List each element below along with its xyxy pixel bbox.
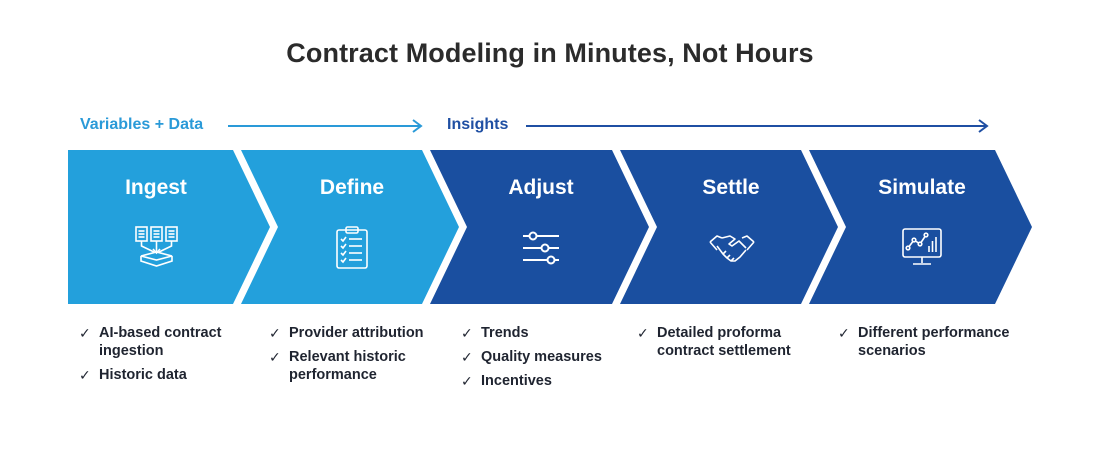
check-icon: ✓: [838, 325, 850, 341]
bullet-list-ingest: ✓AI-based contract ingestion ✓Historic d…: [79, 324, 249, 390]
check-icon: ✓: [461, 349, 473, 365]
bullet-list-define: ✓Provider attribution ✓Relevant historic…: [269, 324, 439, 390]
clipboard-checklist-icon: [336, 226, 368, 269]
phase-label-insights: Insights: [447, 116, 509, 133]
check-icon: ✓: [461, 373, 473, 389]
list-item: ✓AI-based contract ingestion: [79, 325, 222, 359]
stage-label-adjust: Adjust: [508, 176, 574, 199]
sliders-icon: [523, 231, 559, 265]
check-icon: ✓: [79, 325, 91, 341]
chevron-simulate: [809, 150, 1032, 304]
check-icon: ✓: [269, 349, 281, 365]
monitor-analytics-icon: [902, 228, 942, 265]
chevron-settle: [620, 150, 838, 304]
list-item: ✓Provider attribution: [269, 325, 424, 341]
handshake-icon: [709, 235, 755, 262]
check-icon: ✓: [461, 325, 473, 341]
check-icon: ✓: [269, 325, 281, 341]
phase-label-variables-data: Variables + Data: [80, 116, 204, 133]
phase-arrow-insights: [526, 119, 989, 133]
list-item: ✓Historic data: [79, 367, 187, 383]
stage-label-simulate: Simulate: [878, 176, 966, 199]
documents-ingest-icon: [135, 226, 178, 267]
check-icon: ✓: [79, 367, 91, 383]
stage-label-define: Define: [319, 176, 385, 199]
list-item: ✓Trends: [461, 325, 529, 341]
bullet-list-adjust: ✓Trends ✓Quality measures ✓Incentives: [461, 324, 631, 396]
list-item: ✓Detailed proforma contract settlement: [637, 325, 791, 359]
list-item: ✓Different performance scenarios: [838, 325, 1010, 359]
check-icon: ✓: [637, 325, 649, 341]
bullet-list-settle: ✓Detailed proforma contract settlement: [637, 324, 817, 366]
stage-label-settle: Settle: [702, 176, 760, 199]
page-title: Contract Modeling in Minutes, Not Hours: [286, 38, 814, 68]
chevron-adjust: [430, 150, 649, 304]
phase-arrow-variables-data: [228, 119, 423, 133]
bullet-list-simulate: ✓Different performance scenarios: [838, 324, 1038, 366]
list-item: ✓Relevant historic performance: [269, 349, 406, 383]
list-item: ✓Quality measures: [461, 349, 602, 365]
list-item: ✓Incentives: [461, 373, 552, 389]
stage-label-ingest: Ingest: [125, 176, 187, 199]
